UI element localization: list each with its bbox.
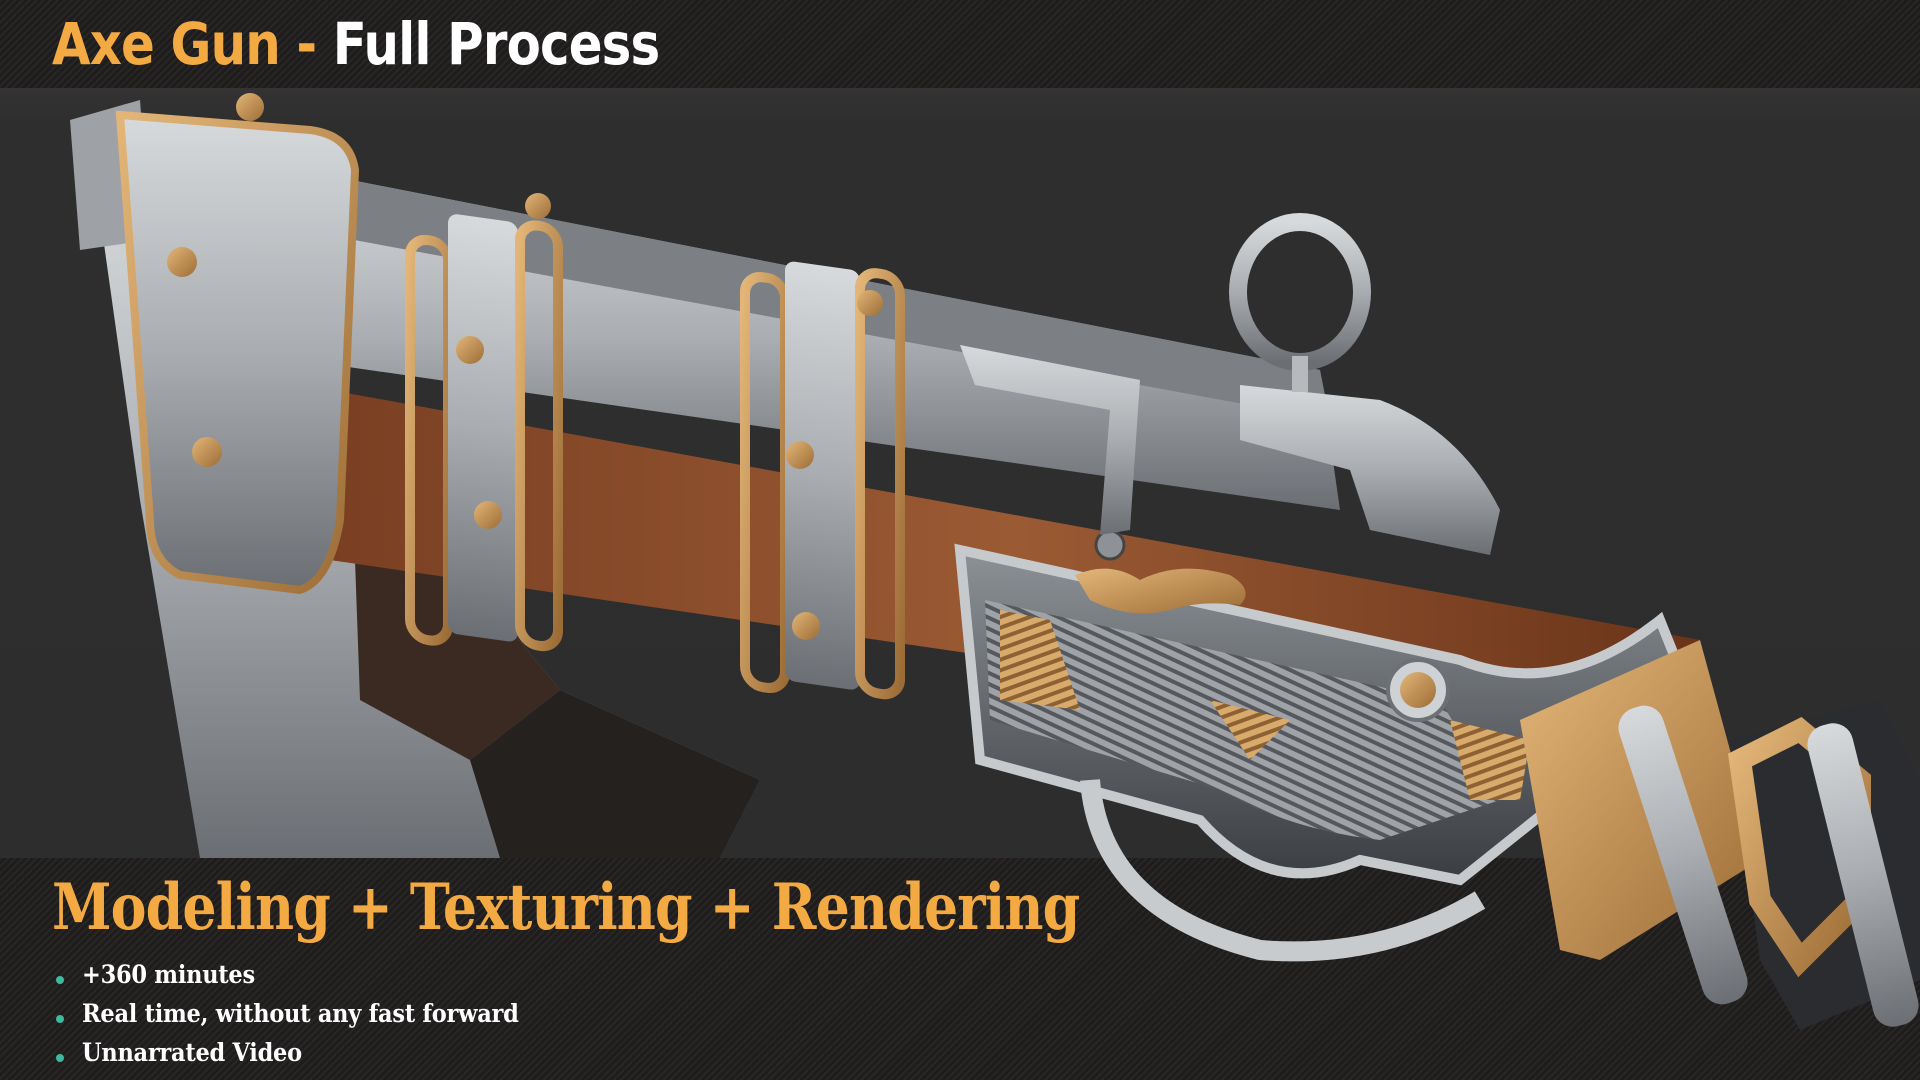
bullet-dot-icon [56, 975, 64, 984]
render-stage [0, 88, 1920, 858]
bullet-dot-icon [56, 1053, 64, 1062]
title-accent: Axe Gun - [52, 10, 333, 78]
feature-label: Unnarrated Video [82, 1038, 302, 1067]
feature-item: Unnarrated Video [56, 1033, 567, 1072]
title-main: Full Process [332, 10, 660, 78]
bullet-dot-icon [56, 1014, 64, 1023]
feature-item: Real time, without any fast forward [56, 994, 567, 1033]
header-banner [0, 0, 1920, 88]
feature-label: +360 minutes [82, 960, 255, 989]
page-title: Axe Gun - Full Process [52, 8, 660, 80]
feature-list: +360 minutes Real time, without any fast… [56, 955, 567, 1072]
feature-item: +360 minutes [56, 955, 567, 994]
feature-label: Real time, without any fast forward [82, 999, 519, 1028]
subtitle: Modeling + Texturing + Rendering [52, 870, 1080, 945]
